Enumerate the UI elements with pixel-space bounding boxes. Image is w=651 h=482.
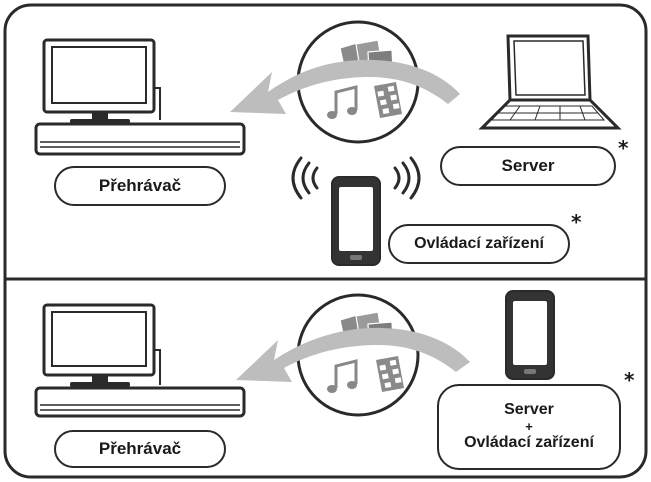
smartphone-icon (505, 290, 555, 380)
controller-asterisk: * (571, 210, 582, 234)
player-label-text: Přehrávač (98, 439, 182, 459)
server-label: Server (440, 146, 616, 186)
tv-icon (42, 303, 156, 387)
controller-label: Ovládací zařízení (388, 224, 570, 264)
controller-label-text: Ovládací zařízení (414, 234, 544, 252)
player-device-icon (34, 386, 246, 418)
media-circle (296, 293, 420, 417)
server-controller-asterisk: * (624, 368, 635, 392)
plus-sign: + (525, 418, 533, 434)
player-label: Přehrávač (54, 166, 226, 206)
player-label: Přehrávač (54, 430, 226, 468)
player-device-icon (34, 122, 246, 156)
tv-cable (154, 87, 161, 120)
arrow-to-player (236, 327, 470, 382)
controller-label-text: Ovládací zařízení (464, 434, 594, 452)
laptop-icon (478, 34, 622, 130)
server-asterisk: * (618, 136, 629, 160)
server-controller-label: Server + Ovládací zařízení (437, 384, 621, 470)
wireless-signal-icon (291, 156, 421, 200)
tv-icon (42, 38, 156, 124)
tv-cable (154, 349, 161, 385)
server-label-text: Server (504, 401, 554, 419)
smartphone-icon (331, 176, 381, 266)
player-label-text: Přehrávač (98, 176, 182, 196)
arrow-to-player (230, 59, 460, 114)
server-label-text: Server (501, 156, 555, 176)
